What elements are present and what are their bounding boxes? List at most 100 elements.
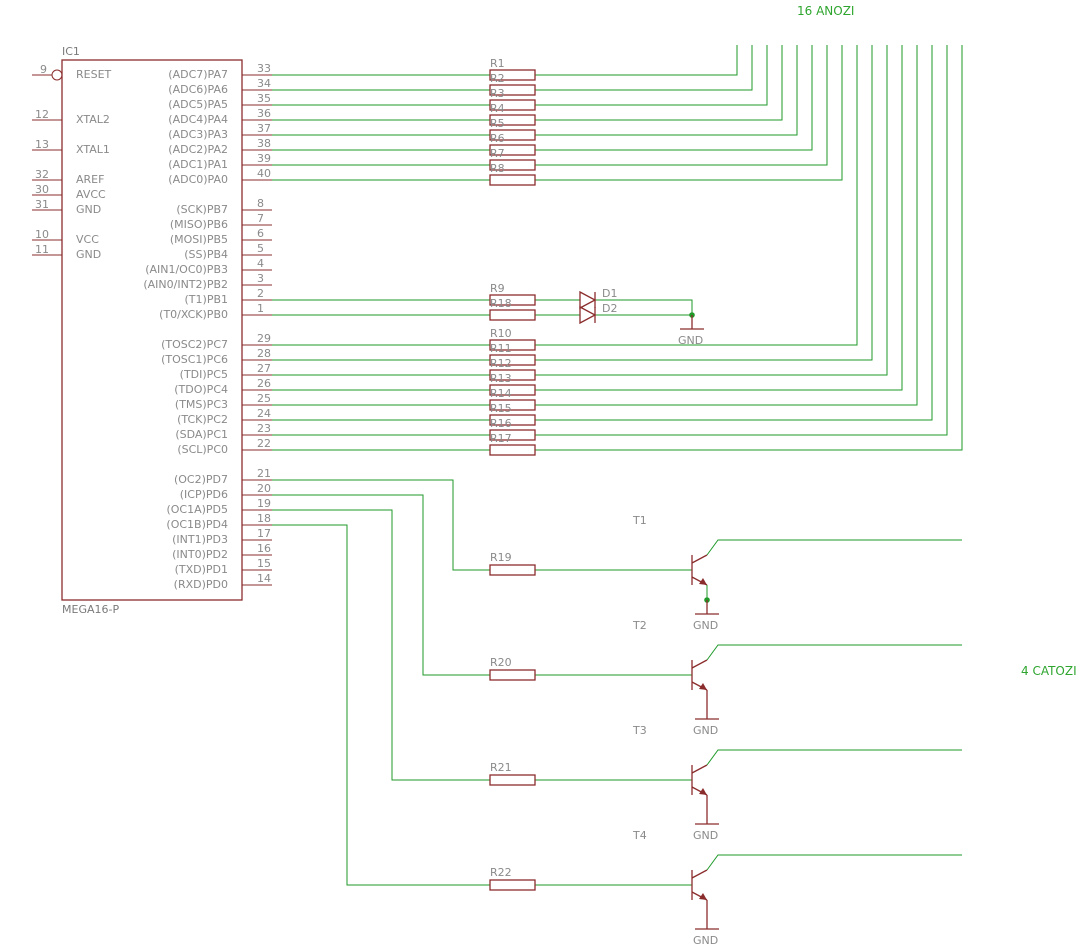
pin-label: (SCL)PC0 [177,443,228,456]
ic-body [61,59,243,601]
ic-left-pins: 9 RESET 12 XTAL2 13 XTAL1 32 AREF 30 AVC… [32,63,112,261]
resistor-label: R22 [490,866,512,879]
resistor-label: R2 [490,72,505,85]
resistor-label: R18 [490,297,512,310]
cathodes-label: 4 CATOZI [1021,664,1077,678]
cathode-nets [706,539,962,871]
resistor: R10 [489,327,536,351]
pin-label: (RXD)PD0 [174,578,228,591]
resistor-label: R11 [490,342,512,355]
pin-label: (ADC5)PA5 [168,98,228,111]
pin-number: 36 [257,107,271,120]
transistor-label: T4 [632,829,647,842]
diodes: D1 D2 GND [579,287,704,347]
pin-number: 33 [257,62,271,75]
resistor: R19 [489,551,536,576]
resistor: R3 [489,87,536,111]
pin-label: GND [76,248,101,261]
resistor-label: R8 [490,162,505,175]
pin-number: 17 [257,527,271,540]
pin-label: (AIN0/INT2)PB2 [143,278,228,291]
pin-label: (TOSC1)PC6 [161,353,228,366]
resistor-label: R13 [490,372,512,385]
pin-number: 30 [35,183,49,196]
transistor-label: T3 [632,724,647,737]
pin-label: (TDI)PC5 [180,368,228,381]
pin-number: 39 [257,152,271,165]
resistor: R20 [489,656,536,681]
pin-number: 13 [35,138,49,151]
ic-value: MEGA16-P [62,603,119,616]
resistor: R8 [489,162,536,186]
resistor-label: R6 [490,132,505,145]
resistor: R1 [489,57,536,81]
base-nets [272,479,692,886]
resistor-label: R10 [490,327,512,340]
pin-label: (SDA)PC1 [175,428,228,441]
resistor: R9 [489,282,536,306]
pin-number: 8 [257,197,264,210]
diode: D1 [579,287,617,310]
pin-number: 19 [257,497,271,510]
resistor-label: R7 [490,147,505,160]
resistor: R17 [489,432,536,456]
resistor: R16 [489,417,536,441]
resistor: R21 [489,761,536,786]
transistor-t3: T3 GND [632,724,719,842]
resistor: R14 [489,387,536,411]
resistor-label: R4 [490,102,505,115]
resistor-label: R21 [490,761,512,774]
pin-label: XTAL2 [76,113,110,126]
transistor-t2: T2 GND [632,619,719,737]
resistor: R22 [489,866,536,891]
resistor-label: R1 [490,57,505,70]
pin-number: 28 [257,347,271,360]
resistor: R2 [489,72,536,96]
pin-number: 27 [257,362,271,375]
pin-number: 18 [257,512,271,525]
pin-label: (ADC1)PA1 [168,158,228,171]
pin-number: 25 [257,392,271,405]
resistor-label: R17 [490,432,512,445]
diode-nets [272,299,695,318]
pin-number: 40 [257,167,271,180]
transistors: T1 GND T2 GND T3 [632,514,719,947]
resistor: R7 [489,147,536,171]
resistor-label: R12 [490,357,512,370]
resistor-label: R16 [490,417,512,430]
pin-label: (INT1)PD3 [172,533,228,546]
pin-label: (TCK)PC2 [177,413,228,426]
gnd-label: GND [693,829,718,842]
pin-label: AREF [76,173,104,186]
pin-number: 23 [257,422,271,435]
diode-label: D1 [602,287,617,300]
resistor: R4 [489,102,536,126]
pin-label: (TOSC2)PC7 [161,338,228,351]
gnd-label: GND [693,619,718,632]
anode-nets [272,45,963,451]
transistor-t1: T1 GND [632,514,719,632]
transistor-t4: T4 GND [632,829,719,947]
pin-number: 7 [257,212,264,225]
pin-number: 4 [257,257,264,270]
pin-label: (AIN1/OC0)PB3 [145,263,228,276]
pin-label: (T0/XCK)PB0 [159,308,228,321]
pin-number: 11 [35,243,49,256]
pin-number: 38 [257,137,271,150]
resistor-label: R9 [490,282,505,295]
pin-number: 14 [257,572,271,585]
pin-label: (TXD)PD1 [175,563,228,576]
gnd-symbol: GND [678,315,704,347]
pin-number: 26 [257,377,271,390]
pin-label: VCC [76,233,99,246]
diode-label: D2 [602,302,617,315]
resistor-label: R14 [490,387,512,400]
pin-number: 3 [257,272,264,285]
transistor-label: T2 [632,619,647,632]
pin-number: 35 [257,92,271,105]
resistor-label: R5 [490,117,505,130]
pin-number: 12 [35,108,49,121]
resistor-label: R15 [490,402,512,415]
pin-number: 9 [40,63,47,76]
